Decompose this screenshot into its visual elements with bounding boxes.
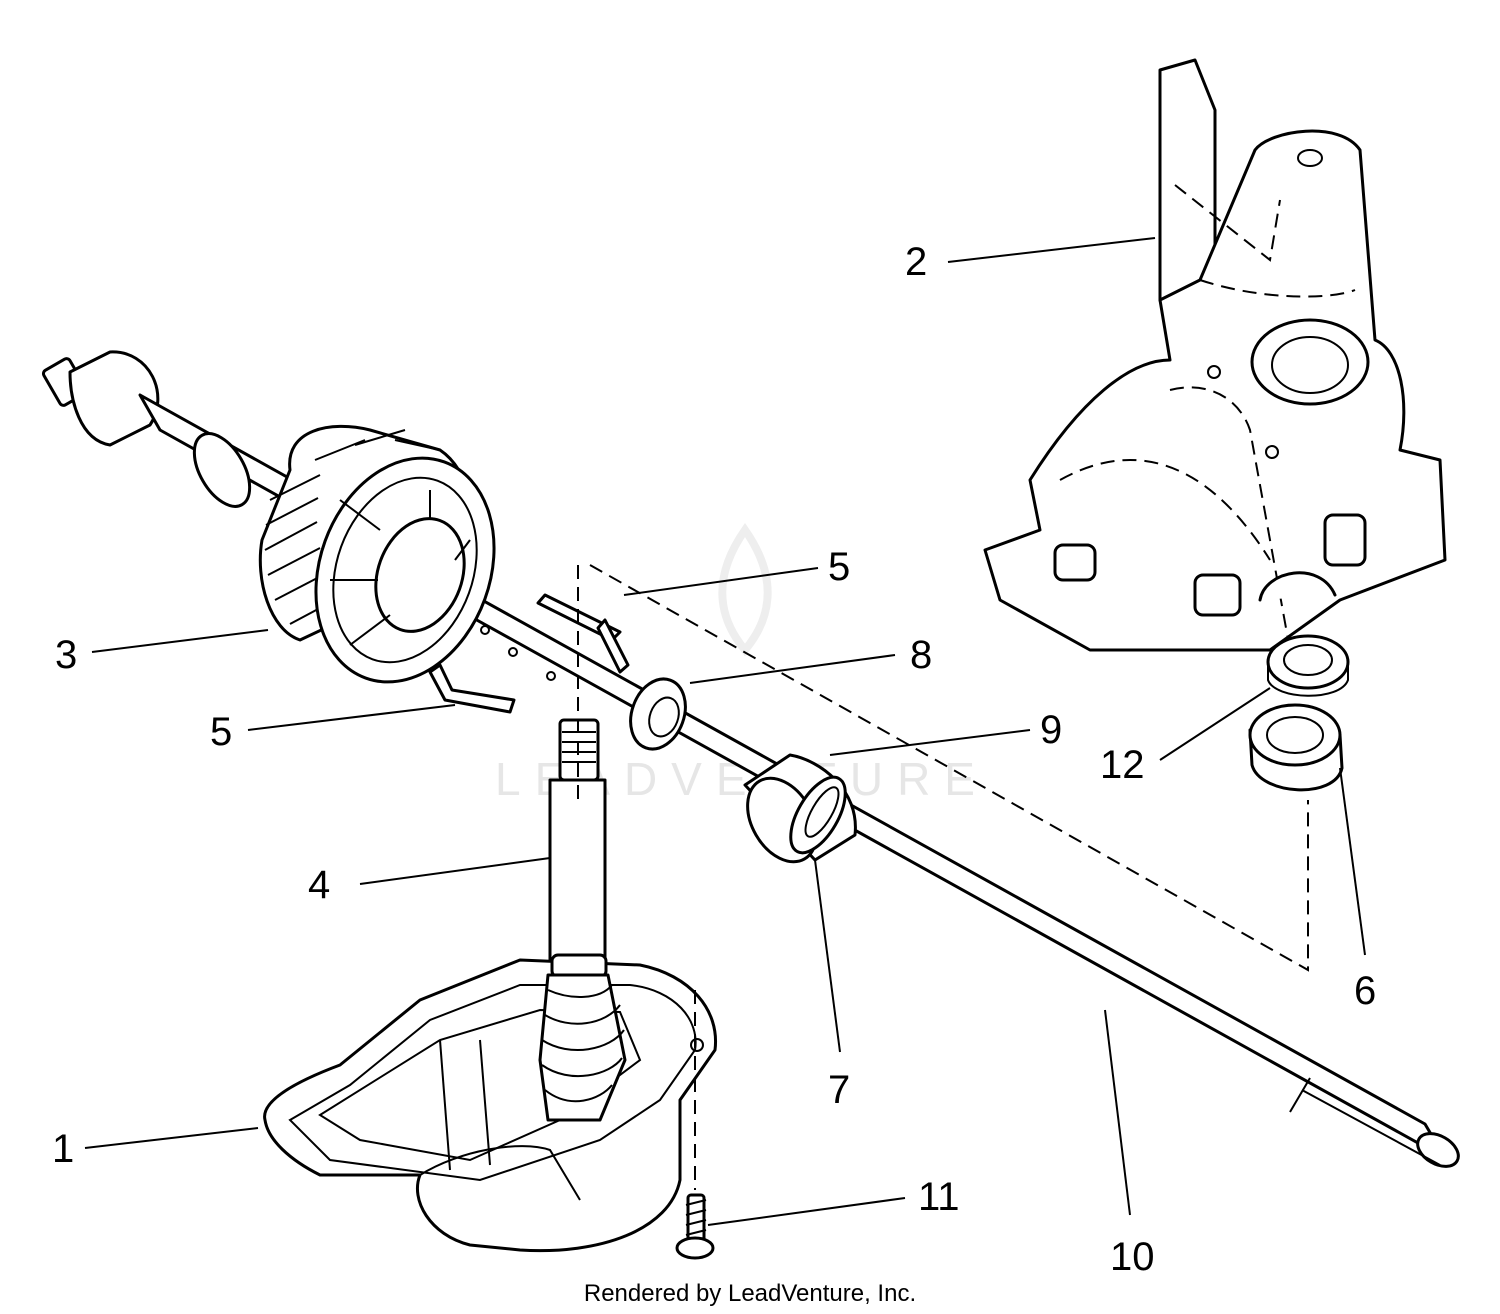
part-3-helical-gear[interactable] [41, 350, 524, 707]
part-8-washer[interactable] [621, 671, 694, 756]
leader-lines [84, 237, 1366, 1226]
callout-4: 4 [308, 863, 330, 907]
callout-5-lower: 5 [210, 710, 232, 754]
callout-11: 11 [918, 1175, 960, 1219]
callout-7: 7 [828, 1068, 850, 1112]
part-11-screw[interactable] [675, 1193, 715, 1260]
part-12-seal[interactable] [1266, 634, 1350, 697]
part-1-lower-housing[interactable] [263, 958, 718, 1253]
part-2-upper-housing[interactable] [983, 58, 1447, 652]
part-6-bearing[interactable] [1248, 703, 1344, 792]
callout-9: 9 [1040, 708, 1062, 752]
callouts: 1 2 3 4 5 5 6 7 8 9 10 11 12 [52, 240, 1376, 1279]
watermark-flame-logo [718, 523, 772, 657]
callout-10: 10 [1110, 1235, 1155, 1279]
callout-6: 6 [1354, 969, 1376, 1013]
callout-5-upper: 5 [828, 545, 850, 589]
callout-12: 12 [1100, 743, 1145, 787]
callout-1: 1 [52, 1127, 74, 1171]
part-5-pin-lower[interactable] [428, 663, 516, 714]
callout-3: 3 [55, 633, 77, 677]
callout-8: 8 [910, 633, 932, 677]
callout-2: 2 [905, 240, 927, 284]
assembly-lines [577, 564, 1309, 1190]
render-credit: Rendered by LeadVenture, Inc. [583, 1280, 917, 1307]
part-7-ring[interactable] [780, 769, 857, 862]
